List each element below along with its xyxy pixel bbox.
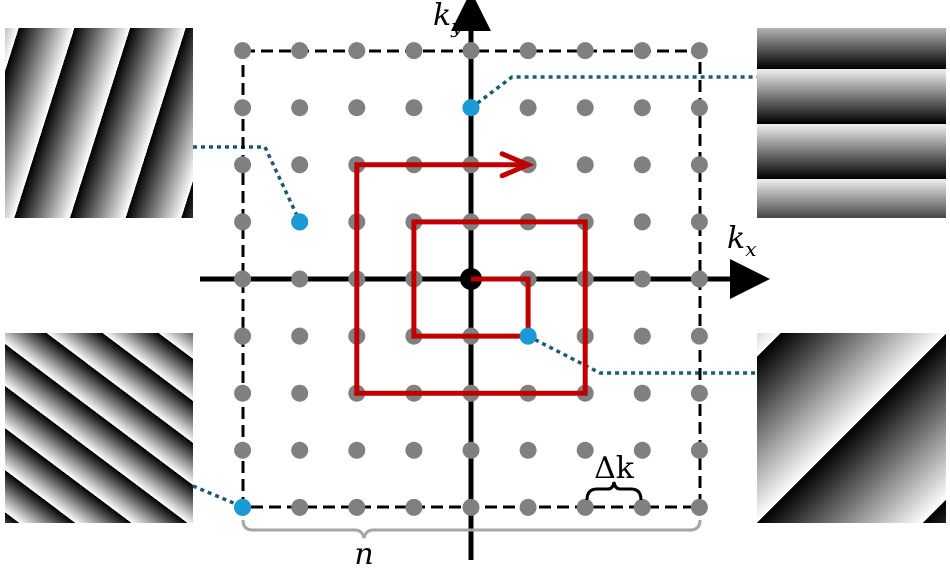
connector-top-right (469, 75, 757, 110)
grid-point (348, 498, 366, 516)
grid-point (576, 99, 594, 117)
grid-point (633, 42, 651, 60)
grid-point (690, 327, 708, 345)
grid-point (633, 327, 651, 345)
grid-point (348, 441, 366, 459)
grid-point (291, 441, 309, 459)
grid-point (348, 42, 366, 60)
ky-axis-label: ky (433, 0, 463, 38)
grid-point (234, 213, 252, 231)
grid-point (690, 270, 708, 288)
highlighted-point (519, 327, 537, 345)
grid-point (462, 498, 480, 516)
grid-point (690, 99, 708, 117)
grid-point (519, 99, 537, 117)
grid-point (690, 384, 708, 402)
grid-point (633, 270, 651, 288)
highlighted-point (291, 213, 309, 231)
kx-axis-label: kx (727, 221, 756, 261)
connector-bottom-right (527, 334, 757, 375)
grid-point (690, 213, 708, 231)
connector-bottom-left (192, 484, 244, 509)
grid-point (405, 99, 423, 117)
connector-lines (192, 75, 757, 509)
trajectory-arrowhead (499, 151, 535, 179)
grid-point (234, 156, 252, 174)
grid-point (690, 156, 708, 174)
grid-point (690, 441, 708, 459)
grid-point (633, 498, 651, 516)
grid-point (576, 441, 594, 459)
grid-point (291, 384, 309, 402)
grid-point (291, 270, 309, 288)
n-label: n (354, 537, 373, 570)
grid-point (291, 42, 309, 60)
grid-point (234, 384, 252, 402)
grid-point (633, 441, 651, 459)
grid-point (519, 42, 537, 60)
grid-point (234, 42, 252, 60)
grid-point (690, 42, 708, 60)
delta-k-brace (585, 481, 643, 501)
grid-point (291, 498, 309, 516)
grid-point (405, 498, 423, 516)
connector-top-left (193, 145, 302, 223)
grid-point (633, 384, 651, 402)
grid-point (234, 99, 252, 117)
grid-point (576, 156, 594, 174)
grid-point (234, 327, 252, 345)
grid-point (234, 270, 252, 288)
grid-point (234, 441, 252, 459)
grid-point (633, 213, 651, 231)
delta-k-label: Δk (594, 451, 635, 486)
grid-point (576, 42, 594, 60)
grid-point (633, 99, 651, 117)
grid-point (519, 498, 537, 516)
pattern-image-bottom-right (757, 333, 946, 523)
grid-point (633, 156, 651, 174)
spiral-trajectory (354, 162, 588, 396)
grid-point (462, 441, 480, 459)
highlighted-point (234, 498, 252, 516)
grid-point (405, 441, 423, 459)
n-brace (241, 519, 702, 539)
pattern-image-top-right (757, 28, 946, 218)
grid-point (405, 42, 423, 60)
grid-point (291, 156, 309, 174)
grid-point (576, 498, 594, 516)
highlighted-points (234, 99, 537, 516)
grid-point (519, 441, 537, 459)
grid-points (234, 42, 708, 516)
pattern-image-bottom-left (5, 333, 193, 523)
grid-point (690, 498, 708, 516)
grid-point (462, 42, 480, 60)
grid-point (291, 327, 309, 345)
grid-point (291, 99, 309, 117)
highlighted-point (462, 99, 480, 117)
pattern-image-top-left (5, 28, 193, 218)
grid-point (348, 99, 366, 117)
